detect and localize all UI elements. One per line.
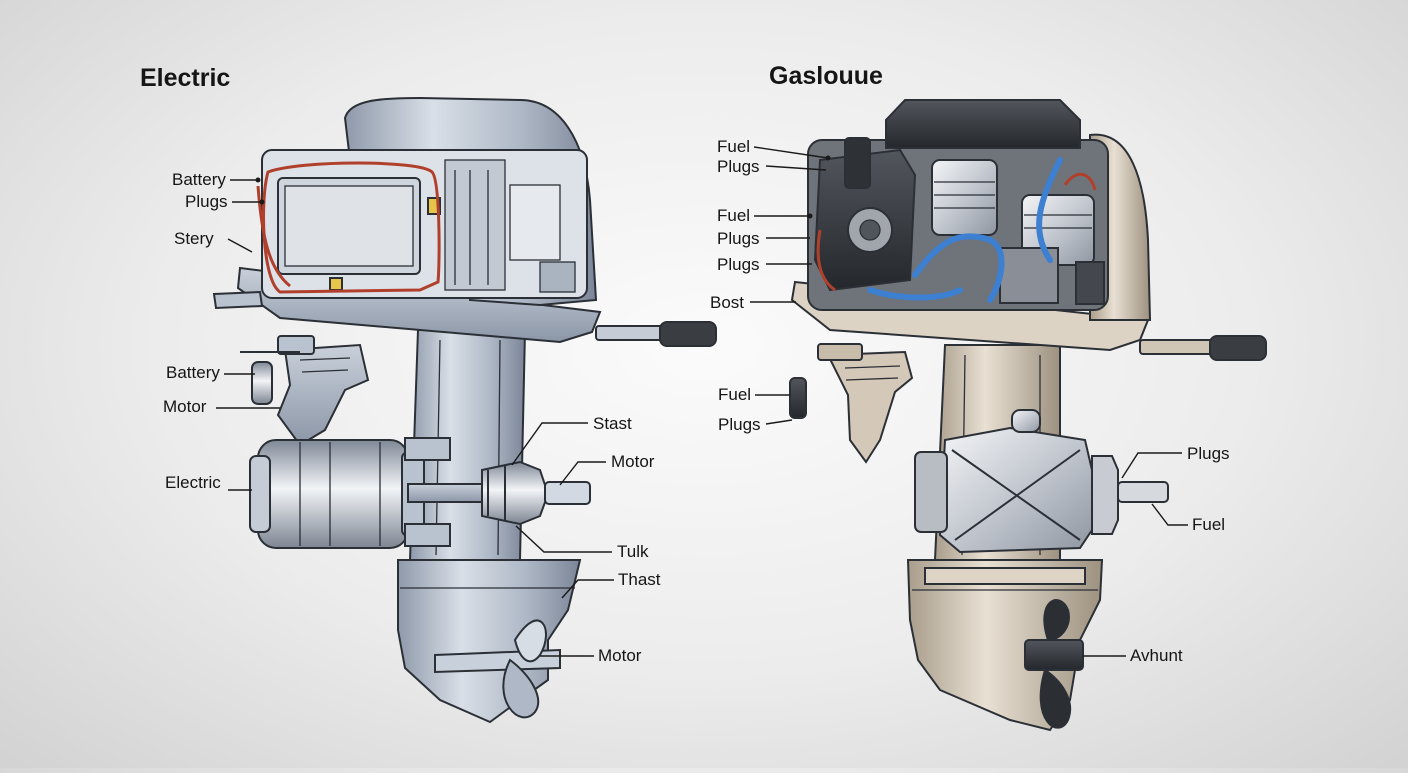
label-fuel-2: Fuel: [717, 206, 750, 225]
gas-internals: [813, 137, 1105, 305]
label-plugs-top: Plugs: [185, 192, 228, 211]
trim-cylinder: [251, 361, 273, 405]
propeller-icon: [502, 619, 547, 719]
label-battery-mid: Battery: [166, 363, 220, 382]
fuel-tank-icon: [914, 409, 1169, 554]
gas-outboard: [789, 99, 1267, 732]
gas-labels: Fuel Plugs Fuel Plugs Plugs Bost Fuel Pl…: [710, 137, 1230, 665]
label-motor-right: Motor: [611, 452, 655, 471]
label-plugs-2: Plugs: [717, 229, 760, 248]
label-electric: Electric: [165, 473, 221, 492]
label-bost: Bost: [710, 293, 744, 312]
gas-panel-title: Gaslouue: [769, 62, 883, 90]
battery-icon: [277, 177, 441, 291]
label-plugs-right: Plugs: [1187, 444, 1230, 463]
electric-internals: [444, 159, 576, 293]
label-avhunt: Avhunt: [1130, 646, 1183, 665]
label-stery: Stery: [174, 229, 214, 248]
label-motor-mid: Motor: [163, 397, 207, 416]
label-fuel-1: Fuel: [717, 137, 750, 156]
label-motor-bottom: Motor: [598, 646, 642, 665]
electric-labels: Battery Plugs Stery Battery Motor Electr…: [163, 170, 661, 665]
label-plugs-4: Plugs: [718, 415, 761, 434]
electric-outboard: [212, 96, 717, 724]
electric-motor-icon: [249, 439, 591, 549]
propeller-icon: [1024, 599, 1084, 729]
label-fuel-3: Fuel: [718, 385, 751, 404]
electric-panel-title: Electric: [140, 64, 230, 92]
label-stast: Stast: [593, 414, 632, 433]
label-plugs-3: Plugs: [717, 255, 760, 274]
label-thast: Thast: [618, 570, 661, 589]
label-fuel-right: Fuel: [1192, 515, 1225, 534]
label-tulk: Tulk: [617, 542, 649, 561]
label-plugs-1: Plugs: [717, 157, 760, 176]
label-battery-top: Battery: [172, 170, 226, 189]
